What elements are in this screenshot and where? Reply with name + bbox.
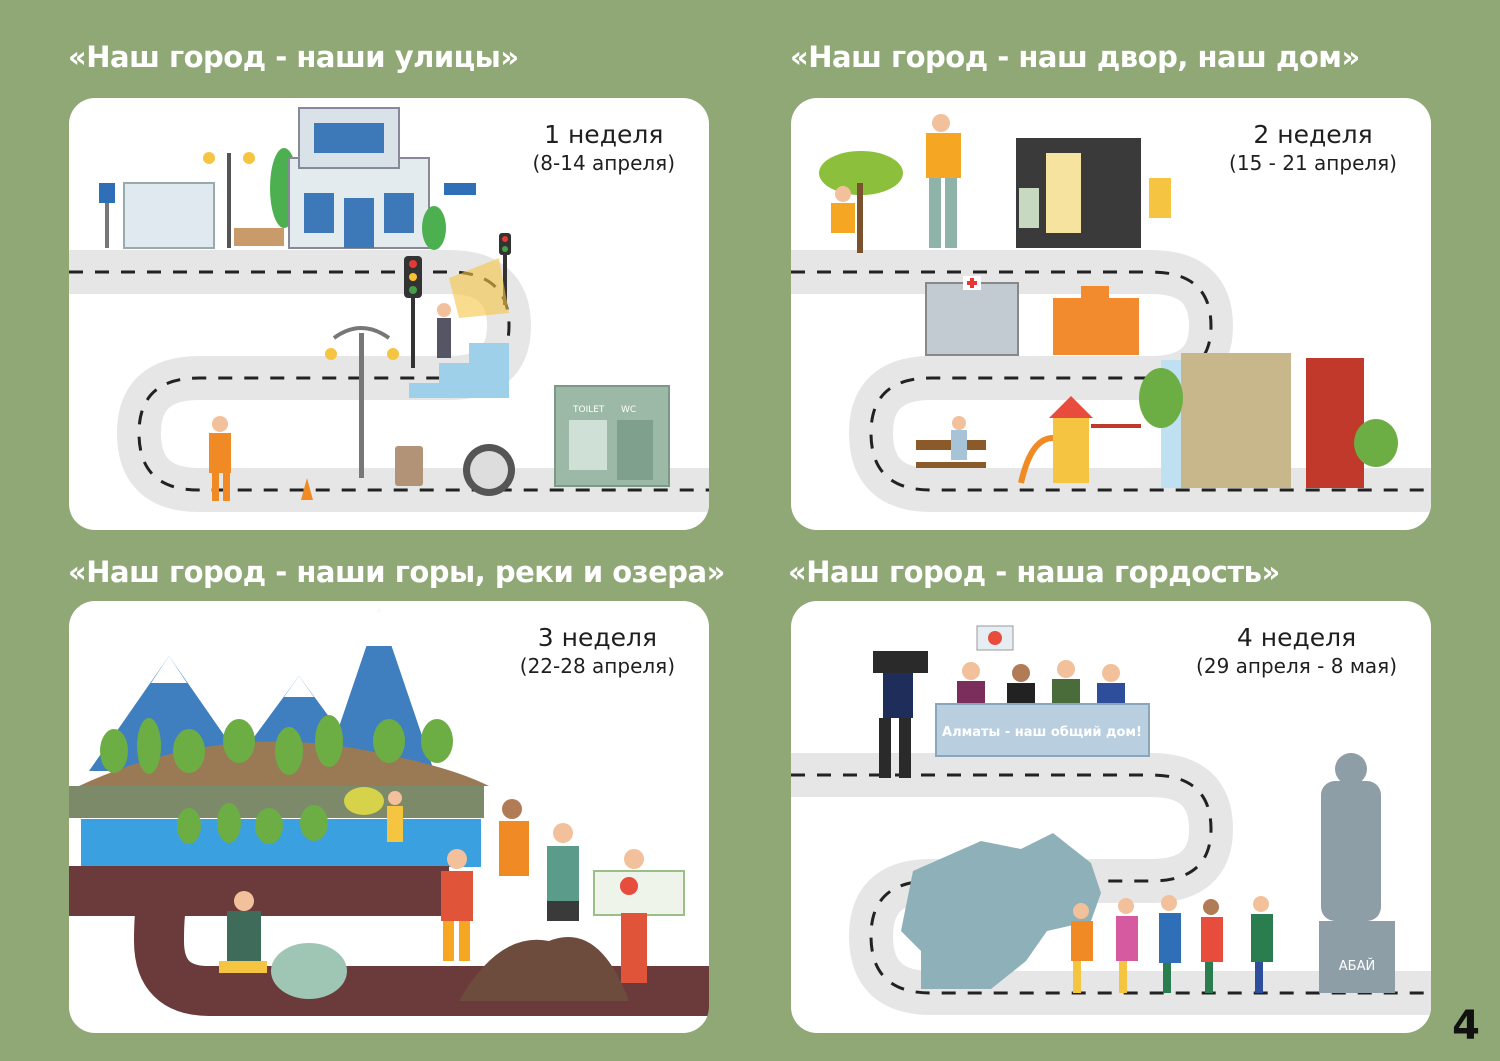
page-number: 4 xyxy=(1452,1003,1480,1049)
bus-shelter xyxy=(123,182,215,249)
bus-stop-sign-icon xyxy=(99,183,115,203)
cameraman-icon xyxy=(883,673,913,718)
performers-group xyxy=(1071,895,1273,993)
toilet-label: TOILET xyxy=(572,405,605,415)
week-3-dates: (22-28 апреля) xyxy=(519,654,675,678)
man-shoveling-icon xyxy=(926,133,961,178)
monument-label: АБАЙ xyxy=(1339,958,1375,974)
trash-bin-icon xyxy=(395,446,423,486)
mountain-icon xyxy=(89,656,249,771)
street-lamp-2-icon xyxy=(359,333,364,478)
hiker-2-icon xyxy=(499,821,529,876)
video-camera-icon xyxy=(873,651,928,673)
week-4-info: 4 неделя (29 апреля - 8 мая) xyxy=(1196,623,1397,679)
hiker-3-icon xyxy=(547,846,579,901)
week-2-dates: (15 - 21 апреля) xyxy=(1229,151,1397,175)
week-1-label: 1 неделя xyxy=(544,120,664,149)
school-icon xyxy=(1053,298,1139,355)
stairs-icon xyxy=(409,343,509,398)
forest-trees xyxy=(100,715,453,775)
apartment-building-icon xyxy=(1181,353,1291,488)
banner-text: Алматы - наш общий дом! xyxy=(942,725,1142,740)
week-2-info: 2 неделя (15 - 21 апреля) xyxy=(1229,120,1397,176)
painter-icon xyxy=(1019,188,1039,228)
wc-label: WC xyxy=(621,405,636,415)
section-title-streets: «Наш город - наши улицы» xyxy=(68,40,519,74)
volunteer-bag-icon xyxy=(1149,178,1171,218)
woman-planting-icon xyxy=(831,203,855,233)
hospital-icon xyxy=(925,282,1019,356)
man-on-bench-icon xyxy=(951,430,967,460)
section-title-yard: «Наш город - наш двор, наш дом» xyxy=(790,40,1360,74)
card-week-4: Алматы - наш общий дом! АБАЙ 4 неделя (2… xyxy=(791,601,1431,1033)
crosswalk-icon xyxy=(449,258,509,318)
kazakhstan-map-icon xyxy=(901,833,1101,989)
monument-pedestal xyxy=(1319,921,1395,993)
nature-illustration xyxy=(69,609,709,1016)
week-3-info: 3 неделя (22-28 апреля) xyxy=(520,623,675,679)
road-marking xyxy=(791,270,1431,492)
card-week-1: TOILET WC 1 неделя (8-14 апреля) xyxy=(69,98,709,530)
fountain-icon xyxy=(234,228,284,246)
section-title-mountains: «Наш город - наши горы, реки и озера» xyxy=(68,555,725,589)
pride-illustration: Алматы - наш общий дом! АБАЙ xyxy=(791,625,1431,1015)
card-week-3: 3 неделя (22-28 апреля) xyxy=(69,601,709,1033)
road-marking xyxy=(69,270,709,492)
banner xyxy=(935,703,1150,757)
hiker-1-icon xyxy=(441,871,473,921)
week-4-dates: (29 апреля - 8 мая) xyxy=(1196,654,1397,678)
card-week-2: 2 неделя (15 - 21 апреля) xyxy=(791,98,1431,530)
abai-statue-icon xyxy=(1321,781,1381,921)
playground-icon xyxy=(1053,418,1089,483)
yard-illustration xyxy=(791,114,1431,512)
red-house-icon xyxy=(1306,358,1364,488)
street-name-sign-icon xyxy=(444,183,476,195)
woman-collecting-trash-icon xyxy=(227,911,261,961)
tree-icon xyxy=(819,151,903,195)
week-4-label: 4 неделя xyxy=(1236,623,1357,652)
road-worker-icon xyxy=(209,433,231,473)
streets-illustration: TOILET WC xyxy=(69,107,709,512)
week-1-dates: (8-14 апреля) xyxy=(532,151,676,175)
hiker-4-icon xyxy=(621,913,647,983)
volunteer-raking-icon xyxy=(387,806,403,842)
week-1-info: 1 неделя (8-14 апреля) xyxy=(533,120,676,176)
traffic-cone-icon xyxy=(301,478,313,500)
man-icon xyxy=(437,318,451,358)
trash-bag-icon xyxy=(271,943,347,999)
week-3-label: 3 неделя xyxy=(537,623,658,652)
street-lamp-icon xyxy=(227,153,231,248)
section-title-pride: «Наш город - наша гордость» xyxy=(788,555,1280,589)
eco-banner-icon xyxy=(593,870,685,916)
week-2-label: 2 неделя xyxy=(1253,120,1373,149)
rocks xyxy=(459,937,629,1001)
